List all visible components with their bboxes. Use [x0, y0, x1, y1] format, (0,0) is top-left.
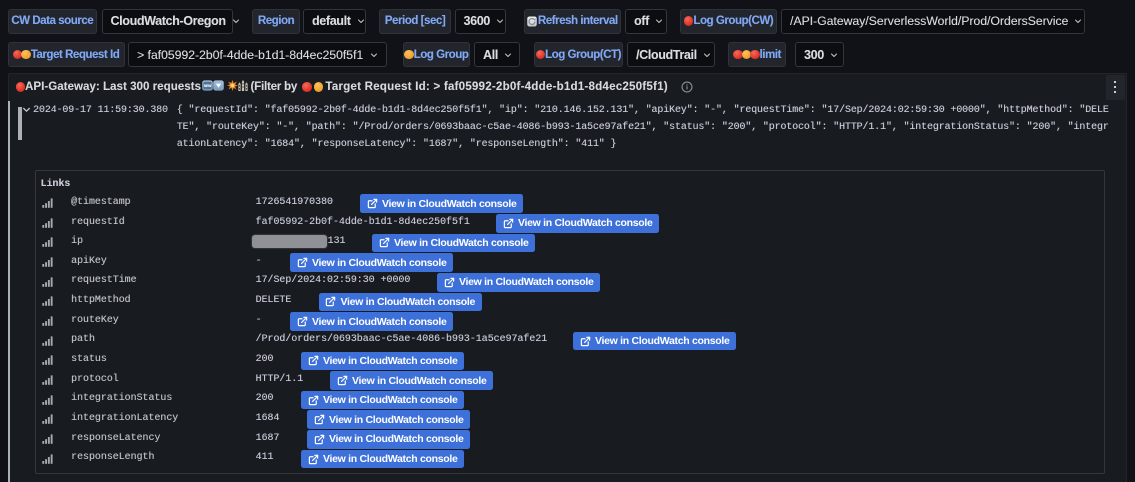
- svg-text:NEW: NEW: [204, 84, 212, 88]
